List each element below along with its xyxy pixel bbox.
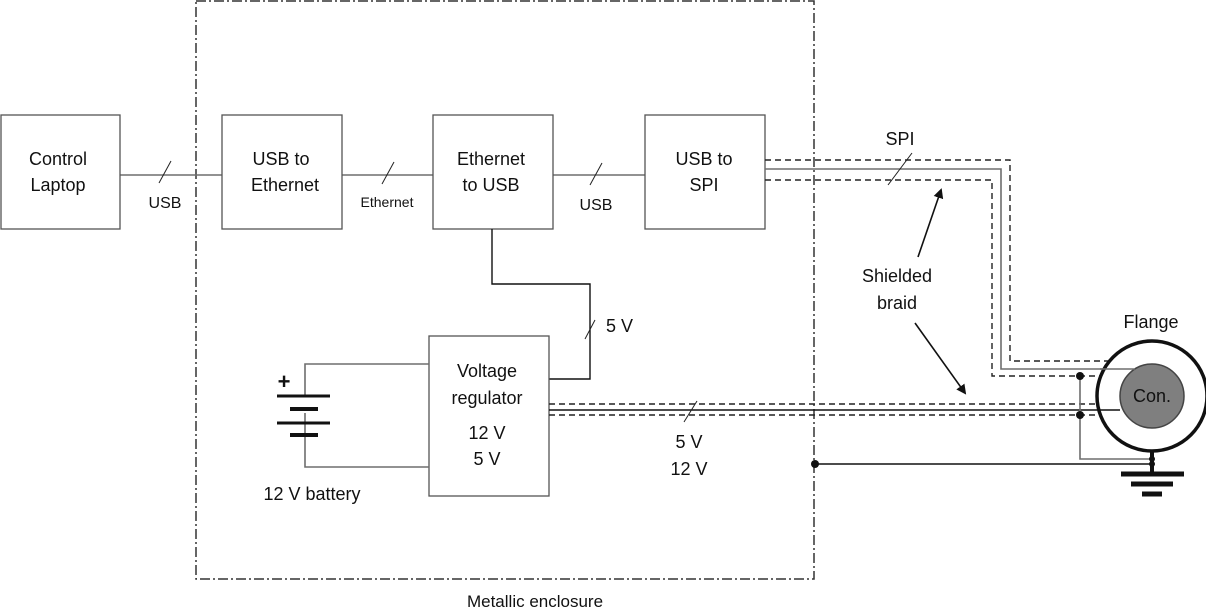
battery-symbol [277,363,429,468]
metallic-enclosure-boundary [195,0,815,580]
enclosure-label: Metallic enclosure [467,592,603,608]
connector-symbol [1119,363,1185,429]
flange-label: Flange [1123,312,1178,332]
block-label-line: 5 V [473,449,500,469]
shield-ground-wire [1079,376,1152,460]
usb-to-spi-block: USB to SPI [644,114,766,230]
link-label-power-12v: 12 V [670,459,707,479]
bus-tick [381,161,395,185]
block-label-line: USB to [252,149,309,169]
ethernet-to-usb-block: Ethernet to USB [432,114,554,230]
link-label-usb-spi: USB [580,197,613,214]
link-label-usb-laptop: USB [149,195,182,212]
block-label-line: 12 V [468,423,505,443]
bus-tick [158,160,172,184]
arrow-icon [917,188,944,258]
link-label-spi: SPI [885,129,914,149]
control-laptop-block: Control Laptop [0,114,121,230]
link-label-power-5v: 5 V [675,432,702,452]
five-volt-supply-wire [491,229,591,380]
power-shielded-cable [549,403,1122,416]
shielded-braid-label-line: Shielded [862,266,932,286]
junction-dot [1076,372,1084,380]
connector-label: Con. [1133,386,1171,406]
link-label-five-volt: 5 V [606,316,633,336]
voltage-regulator-block: Voltage regulator 12 V 5 V [428,335,550,497]
usb-to-ethernet-block: USB to Ethernet [221,114,343,230]
bus-tick [887,152,913,186]
spi-shielded-cable [765,159,1130,377]
block-label-line: USB to [675,149,732,169]
battery-plus-sign: + [278,369,291,394]
block-label-line: Laptop [30,175,85,195]
block-label-line: to USB [462,175,519,195]
link-label-ethernet: Ethernet [361,194,414,210]
arrow-icon [914,322,967,395]
block-label-line: SPI [689,175,718,195]
battery-label: 12 V battery [263,484,360,504]
junction-dot [811,460,819,468]
bus-tick [589,162,603,186]
shielded-braid-label-line: braid [877,293,917,313]
block-label-line: Voltage [457,361,517,381]
block-label-line: Control [29,149,87,169]
bus-tick [584,319,596,340]
block-label-line: Ethernet [251,175,319,195]
junction-dot [1076,411,1084,419]
bus-tick [683,400,698,423]
block-label-line: regulator [451,388,522,408]
block-label-line: Ethernet [457,149,525,169]
ground-icon [1121,451,1184,497]
